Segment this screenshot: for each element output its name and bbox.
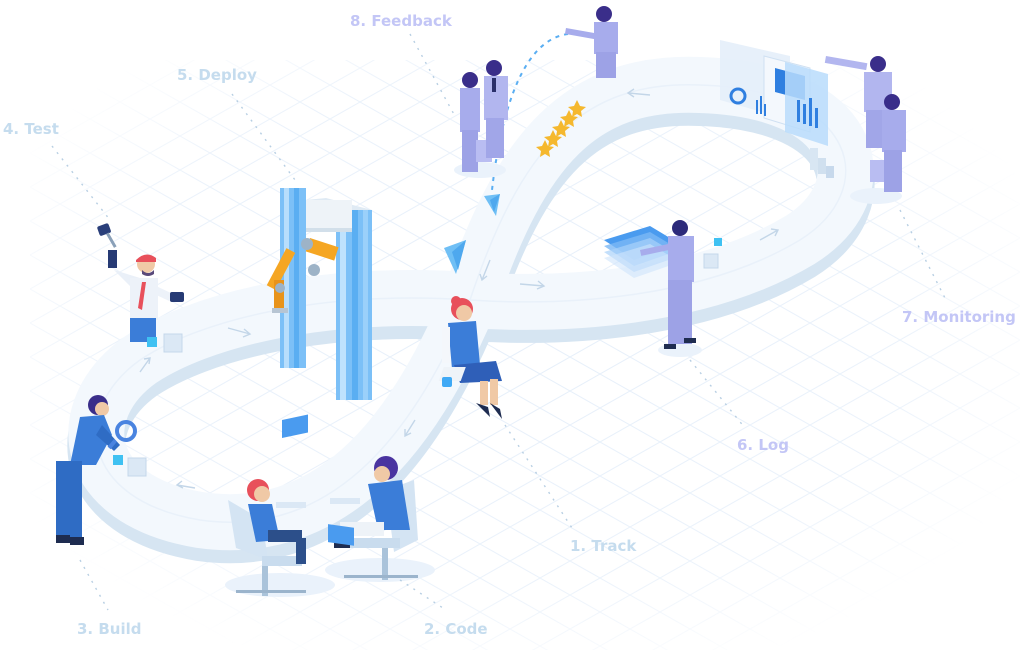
stage-label-code: 2. Code	[424, 620, 488, 638]
stage-label-feedback: 8. Feedback	[350, 12, 452, 30]
tester-with-hammer	[97, 223, 184, 342]
stage-label-track: 1. Track	[570, 537, 637, 555]
stage-label-test: 4. Test	[3, 120, 59, 138]
stage-label-build: 3. Build	[77, 620, 142, 638]
cubes-build	[113, 455, 147, 477]
stage-label-deploy: 5. Deploy	[177, 66, 257, 84]
cubes-test	[147, 333, 183, 353]
star-rating	[536, 100, 586, 157]
deploy-gate-robot	[266, 188, 372, 400]
tracker-woman-laptop	[438, 296, 502, 419]
developers-coding	[225, 414, 435, 597]
monitoring-dashboards	[720, 40, 834, 178]
feedback-businessmen	[454, 6, 618, 178]
log-reader-documents	[604, 220, 722, 357]
flow-arrows	[139, 88, 780, 489]
label-leader-lines	[51, 33, 947, 611]
stage-label-log: 6. Log	[737, 436, 789, 454]
feedback-paper-planes	[444, 33, 569, 274]
builder-with-magnifier	[56, 395, 137, 545]
monitoring-businessmen	[824, 56, 906, 204]
stage-label-monitoring: 7. Monitoring	[902, 308, 1016, 326]
